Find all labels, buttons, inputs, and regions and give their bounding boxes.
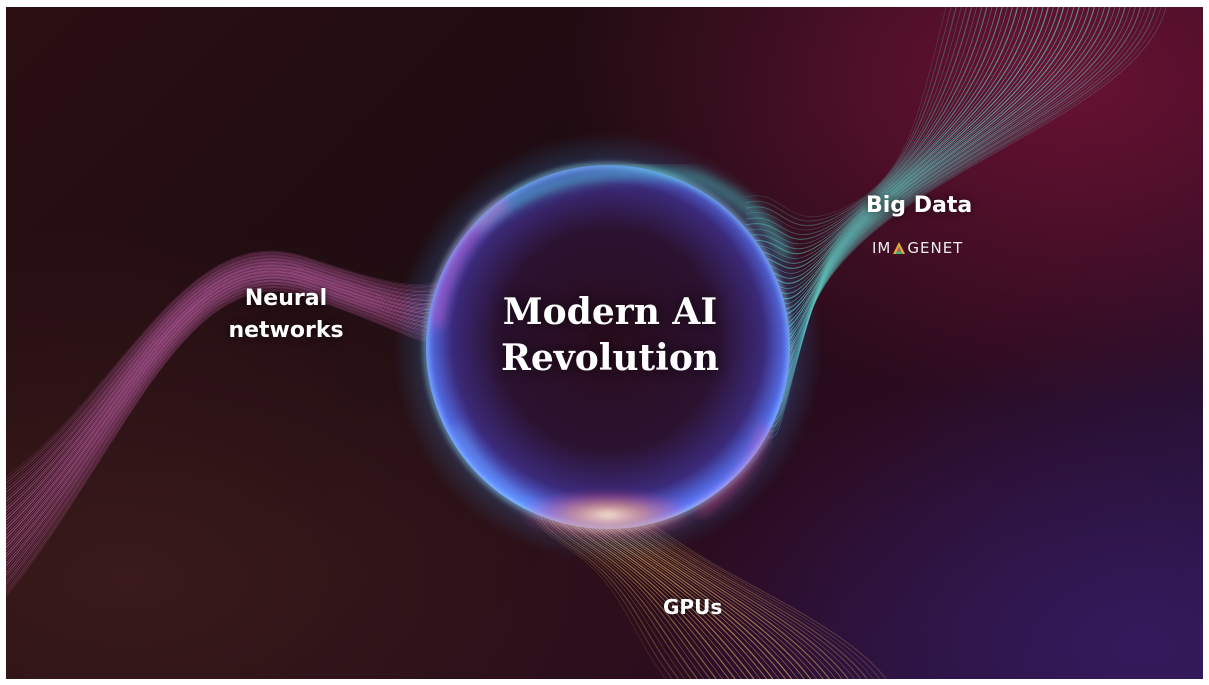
neural-label-line-2: networks (228, 318, 344, 343)
imagenet-logo-text-start: IM (872, 239, 892, 257)
title-line-2: Revolution (500, 337, 720, 379)
gpus-label: GPUs (663, 595, 723, 619)
imagenet-logo-text-end: GENET (907, 239, 964, 257)
imagenet-logo: IM GENET (872, 239, 963, 257)
slide-title: Modern AI Revolution (426, 289, 794, 381)
strand-line (745, 7, 952, 222)
neural-label-line-1: Neural (244, 286, 328, 311)
strand-line (745, 7, 957, 226)
slide: Modern AI Revolution Neural networks Big… (6, 7, 1203, 679)
imagenet-tree-icon (893, 242, 906, 254)
strand-line (745, 7, 947, 218)
neural-networks-label: Neural networks (211, 283, 361, 347)
title-line-1: Modern AI (502, 291, 718, 333)
glowing-orb (393, 132, 823, 562)
big-data-label: Big Data (866, 193, 973, 218)
orb-artwork (6, 7, 1167, 679)
